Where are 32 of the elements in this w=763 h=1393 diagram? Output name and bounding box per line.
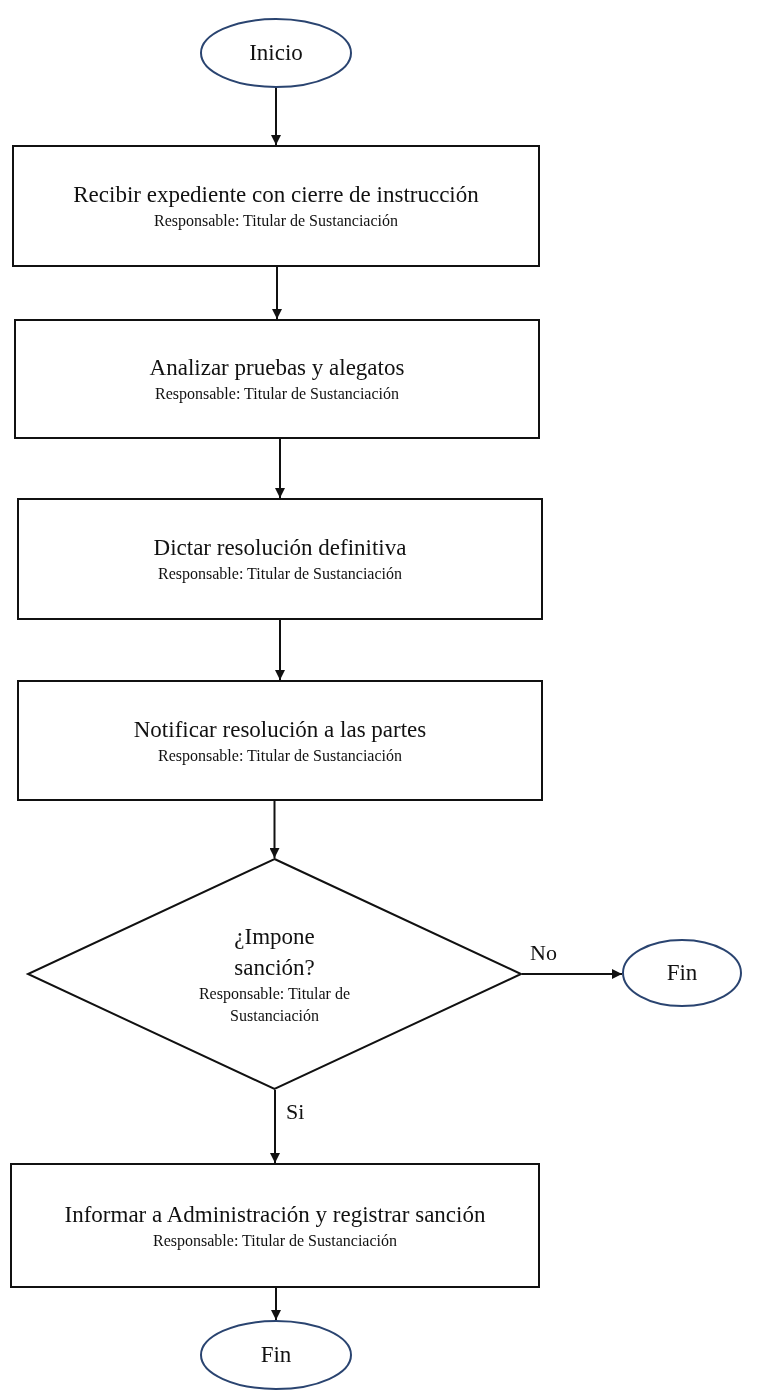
terminal-ellipse [200,18,352,88]
arrow [521,969,623,979]
node-title: Notificar resolución a las partes [133,715,427,744]
arrow [272,266,282,320]
node-title: Informar a Administración y registrar sanción [64,1200,486,1229]
responsible-note: Responsable: Titular de Sustanciación [154,211,398,232]
arrow [271,87,281,146]
node-title: Analizar pruebas y alegatos [149,354,405,383]
node-title: ¿Impone sanción? [233,922,316,982]
process-box [10,1163,540,1288]
arrow [271,1287,281,1321]
node-title: Recibir expediente con cierre de instrucción [73,181,479,210]
node-title: Dictar resolución definitiva [153,534,407,563]
terminal-ellipse [622,939,742,1007]
decision-diamond [27,858,522,1090]
process-box [14,319,540,439]
arrow [275,438,285,499]
process-box [17,680,543,801]
arrow [270,1089,280,1164]
responsible-note: Responsable: Titular de Sustanciación [153,1230,397,1252]
responsible-note: Responsable: Titular de Sustanciación [158,564,402,585]
process-box [12,145,540,267]
process-box [17,498,543,620]
node-title: Fin [666,959,698,988]
responsible-note: Responsable: Titular de Sustanciación [197,983,352,1027]
arrow [275,619,285,681]
responsible-note: Responsable: Titular de Sustanciación [155,384,399,405]
responsible-note: Responsable: Titular de Sustanciación [158,745,402,767]
node-title: Fin [260,1341,292,1370]
terminal-ellipse [200,1320,352,1390]
node-title: Inicio [249,39,303,68]
arrow [269,800,280,859]
